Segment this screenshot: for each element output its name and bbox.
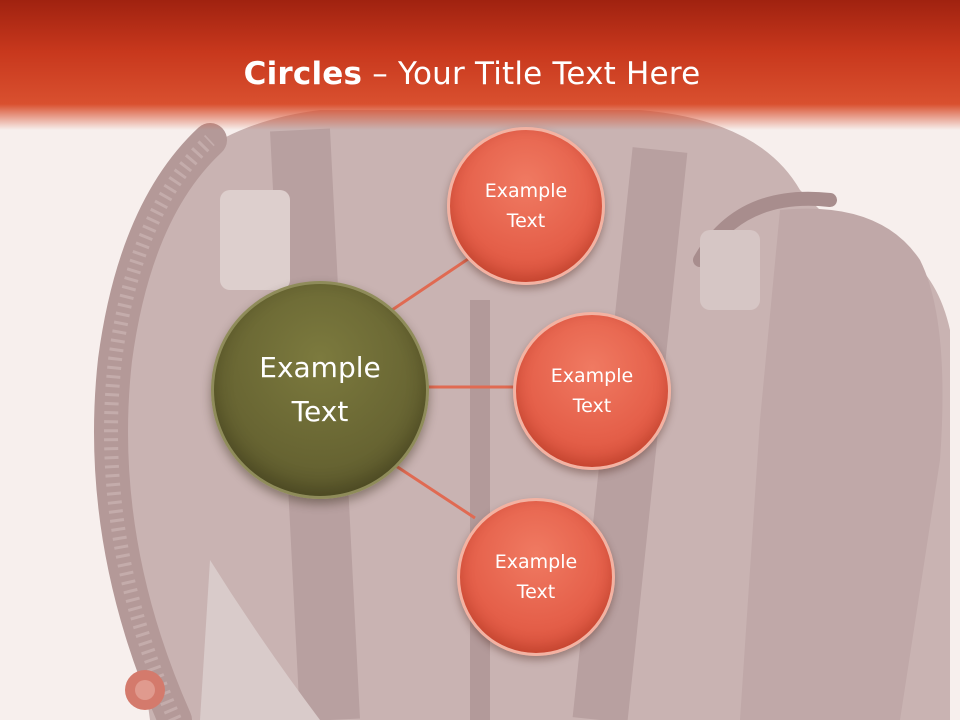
connector-top	[391, 253, 475, 312]
circle-node-label: Example Text	[484, 180, 568, 232]
center-circle-label: Example Text	[259, 351, 381, 428]
circle-node-bottom: Example Text	[457, 498, 615, 656]
circle-node-middle: Example Text	[513, 312, 671, 470]
circle-node-label: Example Text	[494, 551, 578, 603]
circle-node-top: Example Text	[447, 127, 605, 285]
title-rest: – Your Title Text Here	[362, 56, 701, 92]
slide-title: Circles – Your Title Text Here	[0, 52, 944, 96]
title-bold: Circles	[243, 56, 363, 92]
title-bar	[0, 0, 960, 130]
circle-node-label: Example Text	[550, 365, 634, 417]
center-circle: Example Text	[211, 281, 429, 499]
connector-bottom	[395, 464, 476, 520]
